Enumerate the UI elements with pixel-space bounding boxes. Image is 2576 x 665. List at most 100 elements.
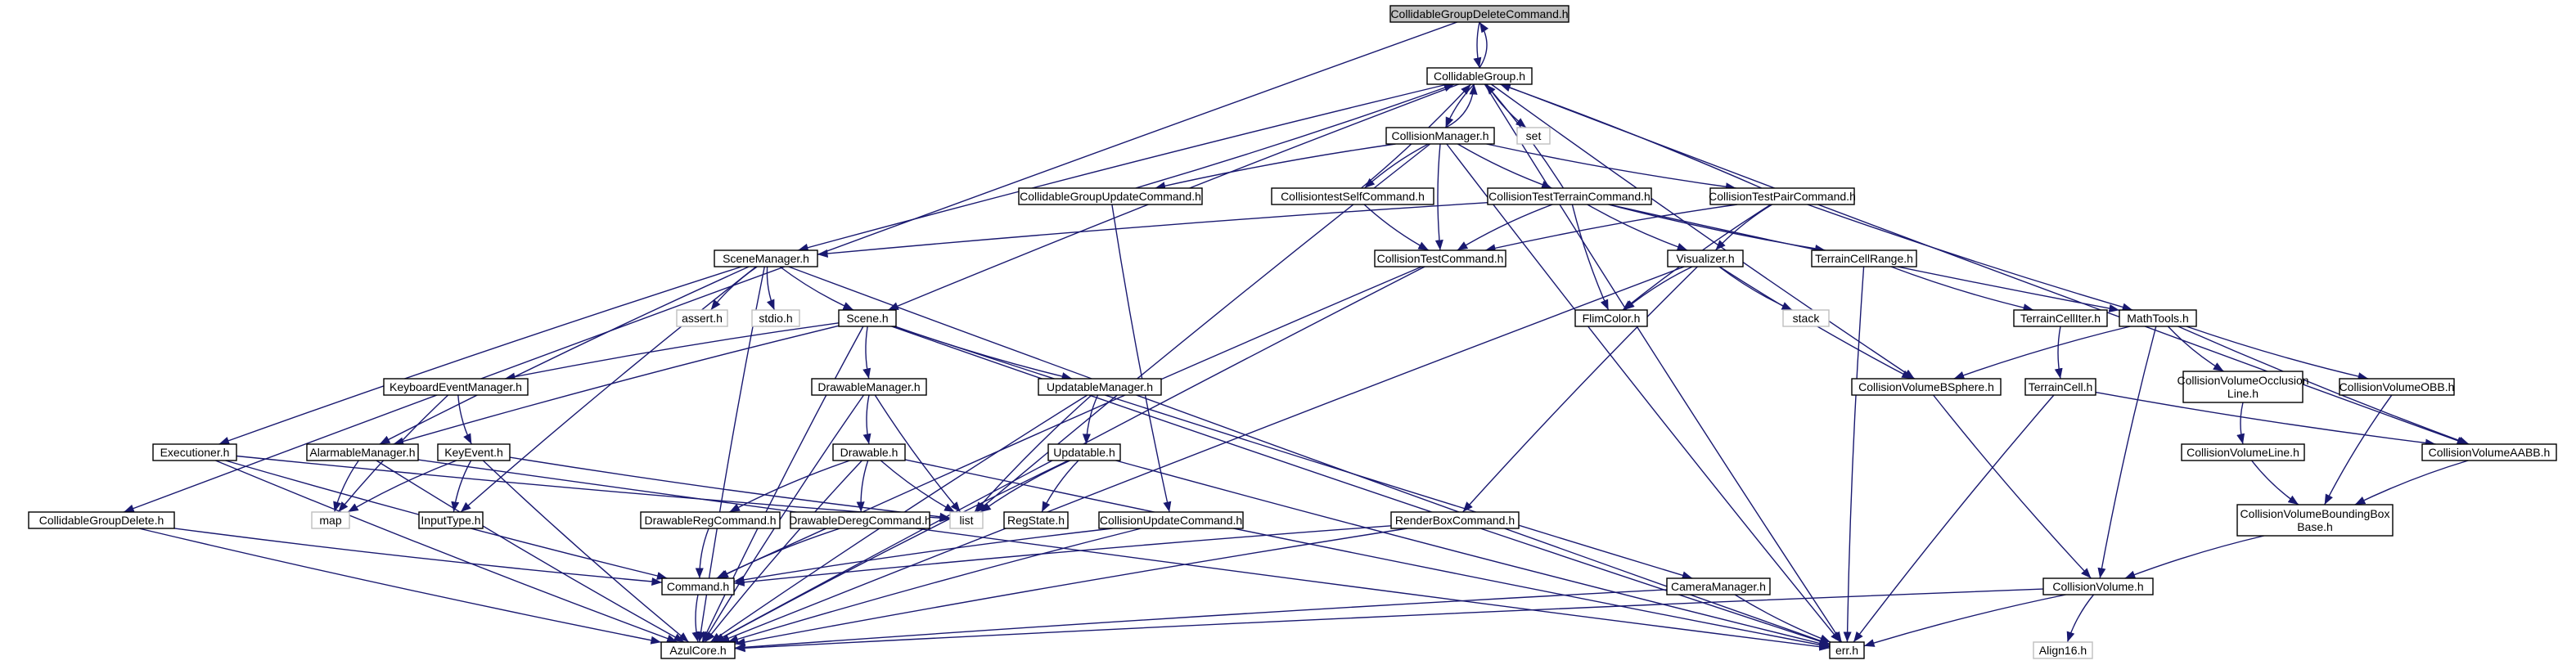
edge-drw-to-list [880, 460, 956, 513]
node-box [437, 443, 511, 461]
node-rs[interactable]: RegState.h [1003, 511, 1069, 529]
edge-cm-to-ctpc [1486, 143, 1736, 191]
node-list[interactable]: list [949, 511, 984, 529]
node-drc[interactable]: DrawableRegCommand.h [640, 511, 781, 529]
node-cvobb[interactable]: CollisionVolumeOBB.h [2339, 378, 2455, 396]
edge-sm-to-exe [218, 266, 742, 445]
edge-exe-to-azul [215, 460, 678, 643]
node-tci[interactable]: TerrainCellIter.h [2013, 309, 2108, 327]
node-label: CollidableGroupDelete.h [39, 514, 164, 527]
node-rbc[interactable]: RenderBoxCommand.h [1390, 511, 1520, 529]
node-cv[interactable]: CollisionVolume.h [2042, 577, 2154, 595]
edge-ke-to-map [347, 460, 457, 513]
node-cuc[interactable]: CollisionUpdateCommand.h [1098, 511, 1244, 529]
edge-cguc-to-cuc [1111, 204, 1172, 513]
node-box [2013, 309, 2108, 327]
node-label: DrawableManager.h [817, 380, 920, 393]
node-exe[interactable]: Executioner.h [152, 443, 237, 461]
node-box [1390, 511, 1520, 529]
edge-cm-to-err [1446, 143, 1841, 643]
node-cam[interactable]: CameraManager.h [1666, 577, 1771, 595]
node-label: CollisionVolumeOBB.h [2340, 380, 2455, 393]
node-label: CollisionVolume.h [2052, 580, 2143, 593]
node-cm[interactable]: CollisionManager.h [1385, 127, 1495, 145]
node-cmd[interactable]: Command.h [661, 577, 735, 595]
edge-upd-to-err [1115, 460, 1831, 648]
node-tcr[interactable]: TerrainCellRange.h [1811, 249, 1917, 267]
node-cguc[interactable]: CollidableGroupUpdateCommand.h [1018, 187, 1203, 205]
edge-cttc-to-ctc [1457, 204, 1553, 251]
node-box [1709, 187, 1855, 205]
edge-rbc-to-azul [734, 528, 1407, 646]
node-box [306, 443, 419, 461]
node-dm[interactable]: DrawableManager.h [811, 378, 927, 396]
node-um[interactable]: UpdatableManager.h [1038, 378, 1162, 396]
node-err[interactable]: err.h [1829, 641, 1865, 659]
edge-mt-to-cv [2097, 326, 2157, 579]
node-box [2042, 577, 2154, 595]
node-assert[interactable]: assert.h [676, 309, 728, 327]
node-ddc[interactable]: DrawableDeregCommand.h [789, 511, 931, 529]
node-box [811, 378, 927, 396]
node-cvaabb[interactable]: CollisionVolumeAABB.h [2421, 443, 2557, 461]
node-box [2236, 504, 2394, 537]
node-cgd[interactable]: CollidableGroupDelete.h [28, 511, 175, 529]
node-vis[interactable]: Visualizer.h [1667, 249, 1744, 267]
edge-ctpc-to-vis [1714, 204, 1772, 251]
node-sm[interactable]: SceneManager.h [714, 249, 818, 267]
edge-dm-to-azul [702, 394, 865, 643]
node-root[interactable]: CollidableGroupDeleteCommand.h [1389, 5, 1569, 23]
node-box [790, 511, 930, 529]
edge-scene-to-azul [701, 326, 864, 643]
node-stack[interactable]: stack [1782, 309, 1830, 327]
node-label: CollisionVolumeBSphere.h [1858, 380, 1994, 393]
node-ke[interactable]: KeyEvent.h [437, 443, 511, 461]
node-label: Executioner.h [160, 446, 230, 459]
node-cvl[interactable]: CollisionVolumeLine.h [2181, 443, 2305, 461]
node-kem[interactable]: KeyboardEventManager.h [383, 378, 529, 396]
node-it[interactable]: InputType.h [418, 511, 484, 529]
node-box [1098, 511, 1244, 529]
node-align[interactable]: Align16.h [2033, 641, 2093, 659]
edge-cttc-to-fc [1571, 204, 1610, 311]
node-csc[interactable]: CollisiontestSelfCommand.h [1271, 187, 1434, 205]
node-box [660, 641, 736, 659]
node-ctpc[interactable]: CollisionTestPairCommand.h [1709, 187, 1856, 205]
edge-cttc-to-sm [817, 202, 1488, 258]
node-upd[interactable]: Updatable.h [1047, 443, 1121, 461]
node-box [2033, 641, 2093, 659]
node-box [1385, 127, 1495, 145]
edge-cm-to-ctc [1434, 143, 1443, 251]
node-label: AlarmableManager.h [309, 446, 415, 459]
node-label: MathTools.h [2127, 312, 2188, 325]
node-label: KeyEvent.h [444, 446, 503, 459]
node-cttc[interactable]: CollisionTestTerrainCommand.h [1487, 187, 1652, 205]
node-label: CollisionTestPairCommand.h [1709, 190, 1856, 203]
node-box [1667, 249, 1744, 267]
node-label: CollisionUpdateCommand.h [1100, 514, 1242, 527]
node-scene[interactable]: Scene.h [838, 309, 897, 327]
node-stdio[interactable]: stdio.h [751, 309, 800, 327]
edge-vis-to-azul [718, 266, 1685, 643]
node-drw[interactable]: Drawable.h [832, 443, 906, 461]
node-label: list [959, 514, 973, 527]
edge-scene-to-dm [862, 326, 871, 380]
node-tc[interactable]: TerrainCell.h [2024, 378, 2096, 396]
node-ctc[interactable]: CollisionTestCommand.h [1374, 249, 1506, 267]
edge-cm-to-csc [1364, 143, 1429, 189]
node-fc[interactable]: FlimColor.h [1574, 309, 1648, 327]
node-box [714, 249, 818, 267]
dependency-edges [123, 21, 2470, 653]
node-map[interactable]: map [311, 511, 350, 529]
node-set[interactable]: set [1516, 127, 1551, 145]
node-am[interactable]: AlarmableManager.h [306, 443, 419, 461]
node-mt[interactable]: MathTools.h [2119, 309, 2197, 327]
edge-cguc-to-cg [1135, 83, 1455, 189]
node-cvbs[interactable]: CollisionVolumeBSphere.h [1851, 378, 2002, 396]
node-label: CollisionTestCommand.h [1377, 252, 1504, 265]
node-cg[interactable]: CollidableGroup.h [1426, 67, 1533, 85]
node-label: FlimColor.h [1583, 312, 1641, 325]
node-azul[interactable]: AzulCore.h [660, 641, 736, 659]
